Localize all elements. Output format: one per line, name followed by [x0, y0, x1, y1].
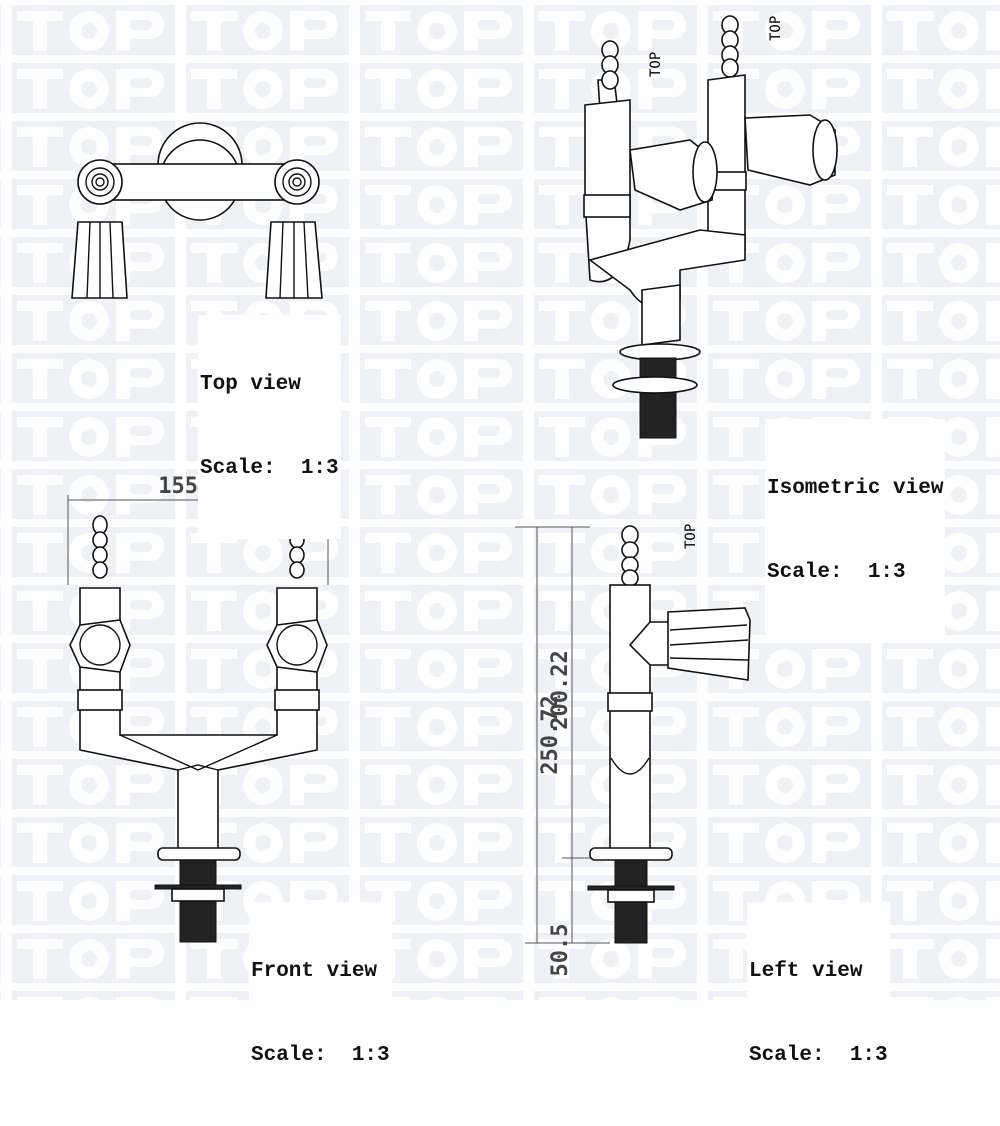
top-view-caption: Top view Scale: 1:3: [198, 315, 341, 539]
left-view-drawing: 250.72 200.22 50.5 TOP: [515, 524, 751, 977]
total-height-dimension: 250.72: [538, 695, 563, 774]
isometric-view-title: Isometric view: [767, 477, 944, 500]
front-view-title: Front view: [251, 960, 378, 983]
body-height-dimension: 200.22: [548, 650, 573, 729]
front-view-drawing: 155.44: [67, 474, 329, 943]
top-view-drawing: [71, 122, 323, 299]
left-view-title: Left view: [749, 960, 863, 983]
technical-drawing-sheet: TOP TOP 155.44 250.72 200.22: [0, 0, 1000, 1067]
iso-top-label-1: TOP: [648, 52, 664, 77]
iso-top-label-2: TOP: [768, 16, 784, 41]
top-view-scale: Scale: 1:3: [200, 457, 339, 480]
left-top-label: TOP: [683, 524, 699, 549]
isometric-view-drawing: TOP TOP: [583, 15, 838, 439]
left-view-scale: Scale: 1:3: [749, 1044, 888, 1067]
front-view-scale: Scale: 1:3: [251, 1044, 390, 1067]
front-view-caption: Front view Scale: 1:3: [249, 902, 392, 1126]
isometric-view-scale: Scale: 1:3: [767, 561, 906, 584]
isometric-view-caption: Isometric view Scale: 1:3: [765, 419, 946, 643]
left-view-caption: Left view Scale: 1:3: [747, 902, 890, 1126]
top-view-title: Top view: [200, 373, 301, 396]
drawing-layer: TOP TOP 155.44 250.72 200.22: [67, 15, 838, 977]
thread-length-dimension: 50.5: [548, 924, 573, 977]
